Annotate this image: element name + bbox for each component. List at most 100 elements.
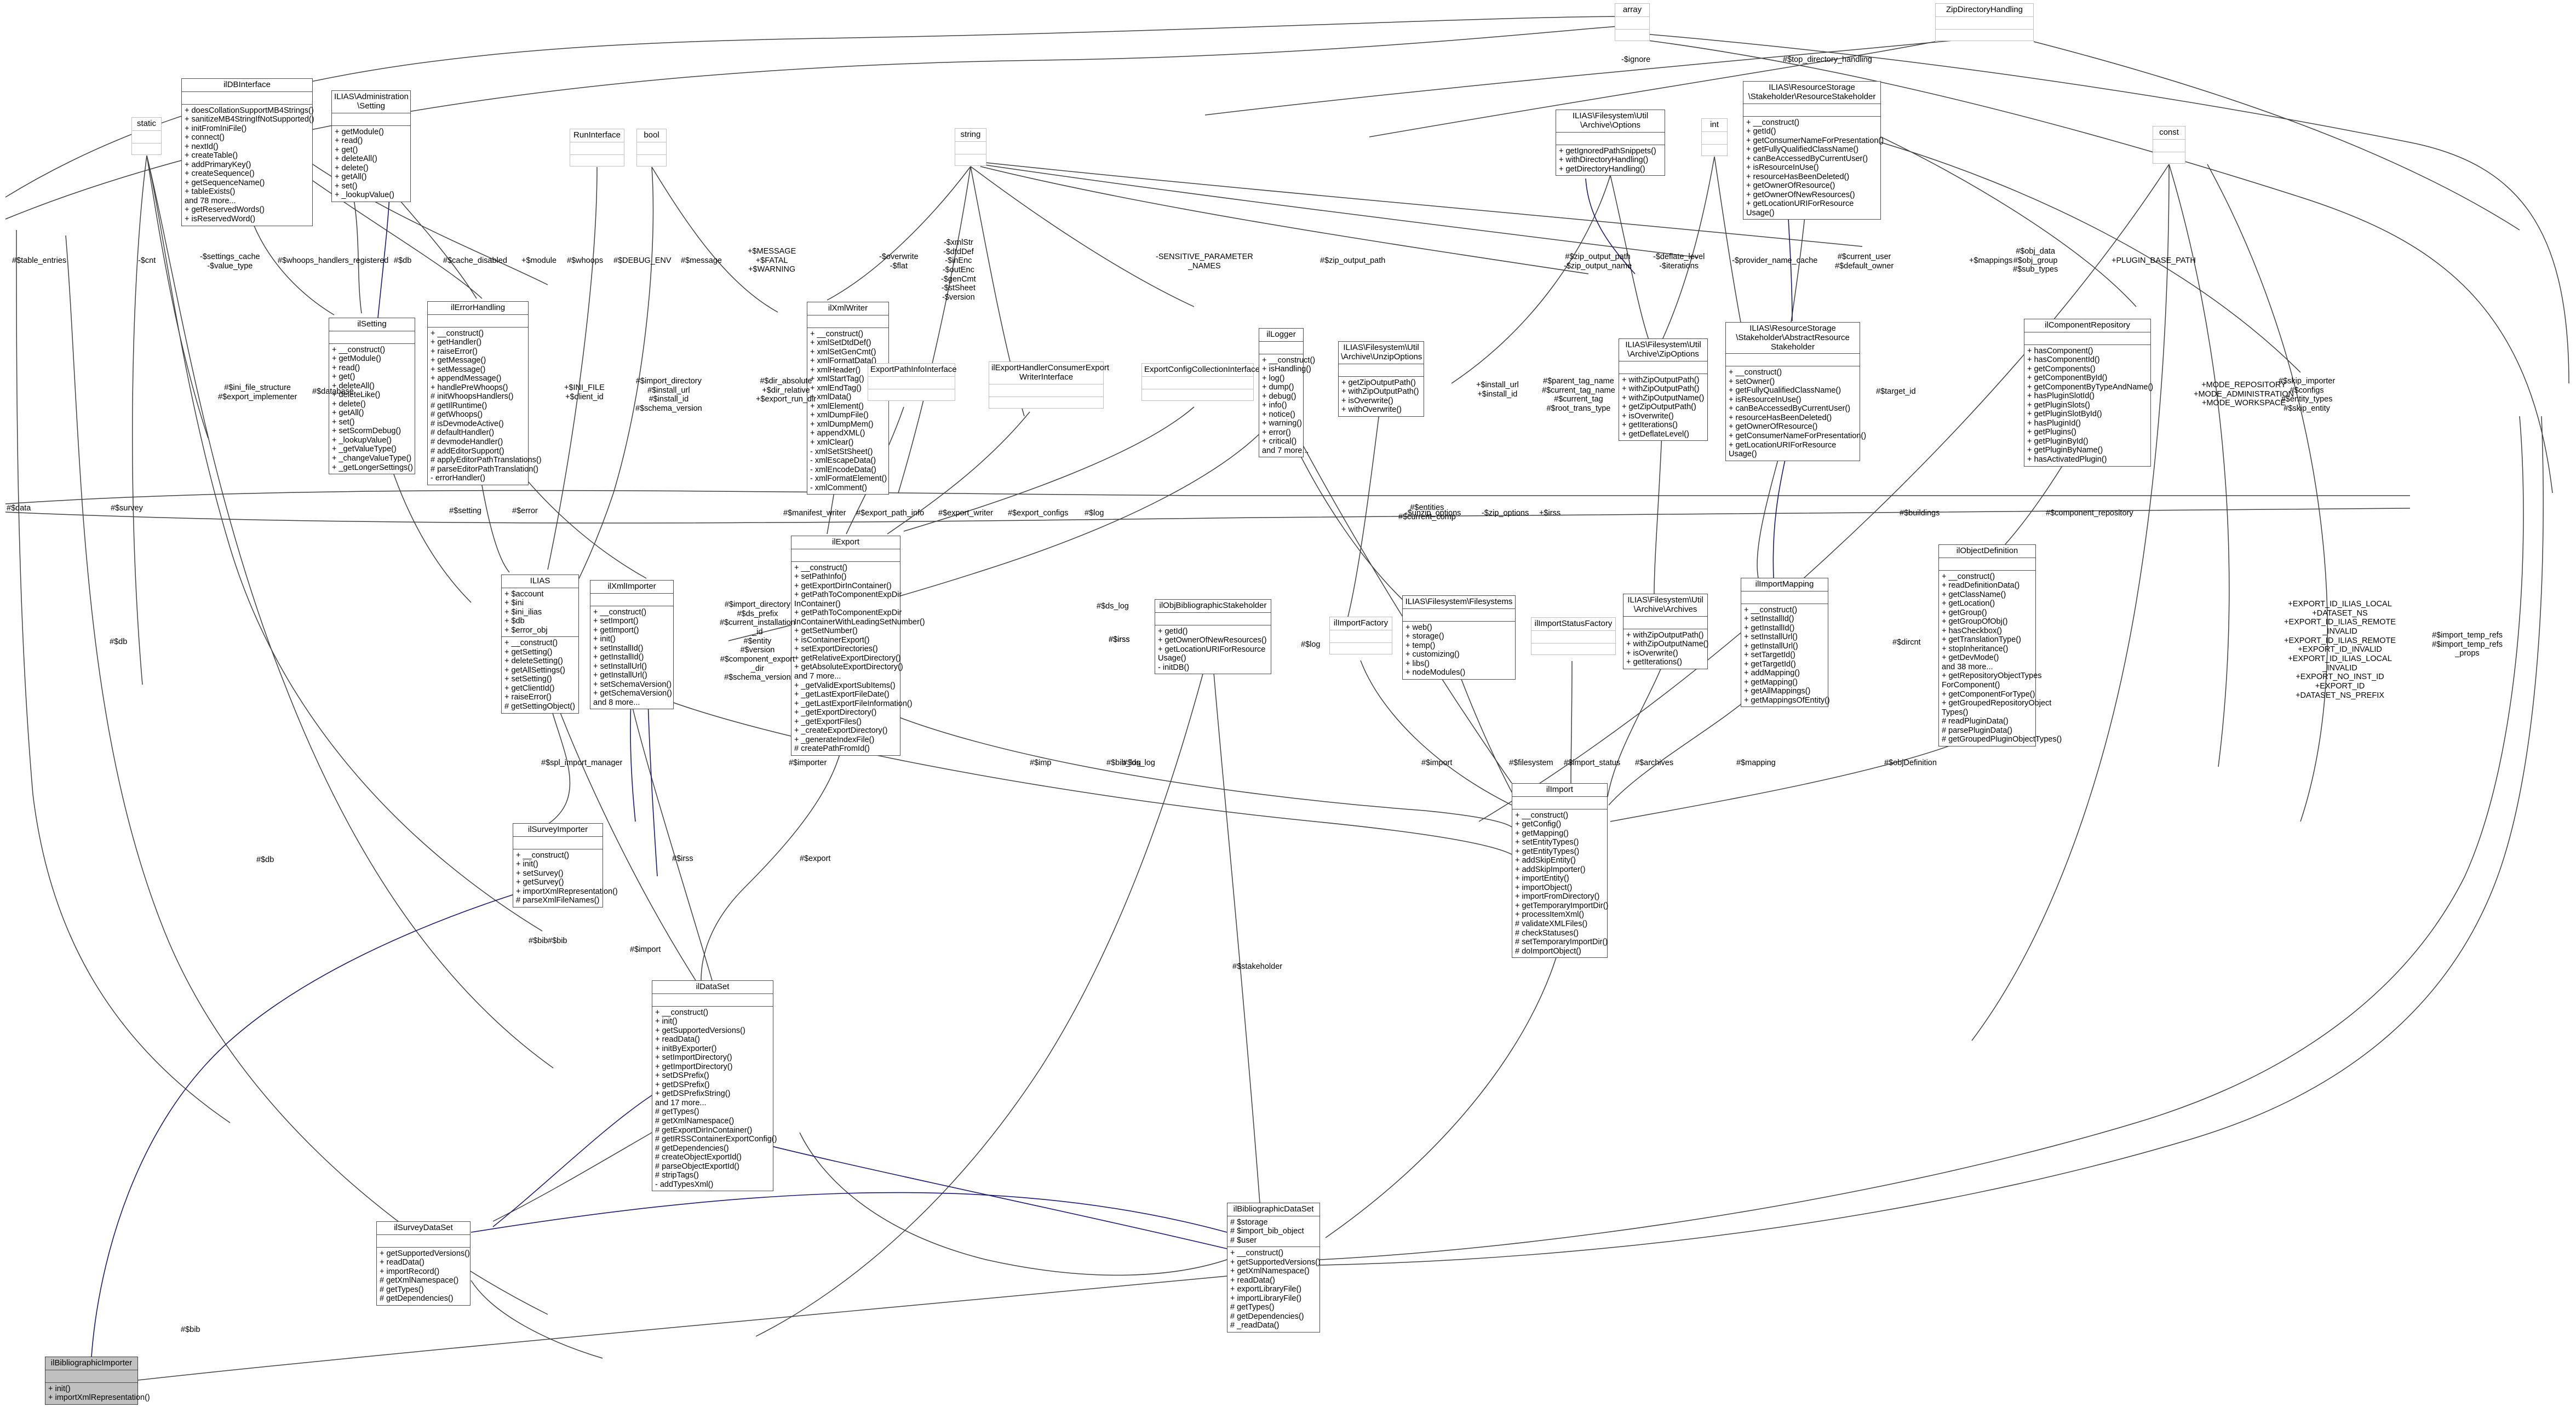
class-node-title: ilImport — [1546, 785, 1574, 794]
operation-row: + __construct() — [516, 851, 570, 860]
operation-row: # _readData() — [1230, 1321, 1280, 1330]
class-node-ilimportstatusfactory[interactable]: ilImportStatusFactory — [1531, 617, 1616, 655]
operation-row: + isResourceInUse() — [1746, 163, 1819, 173]
class-node-ilsurveydataset[interactable]: ilSurveyDataSet+ getSupportedVersions()+… — [376, 1221, 471, 1306]
class-node-ilias[interactable]: ILIAS+ $account+ $ini+ $ini_ilias+ $db+ … — [501, 575, 579, 714]
class-node-exportconfigcollectioninterface[interactable]: ExportConfigCollectionInterface — [1141, 363, 1260, 401]
operation-row: + getFullyQualifiedClassName() — [1729, 386, 1841, 395]
operation-row: + xmlSetDtdDef() — [810, 338, 871, 348]
class-node-attributes — [332, 113, 410, 125]
attribute-row: + $ini — [504, 599, 524, 608]
class-node-title: bool — [644, 130, 659, 140]
class-node-ilbibliographicdataset[interactable]: ilBibliographicDataSet# $storage# $impor… — [1227, 1203, 1321, 1332]
section-divider — [1726, 353, 1860, 354]
class-node-ilias-filesystem-util-archive-options[interactable]: ILIAS\Filesystem\Util\Archive\Options+ g… — [1556, 110, 1665, 176]
operation-row: Types() — [1942, 708, 1969, 717]
class-node-operations: + __construct()+ getHandler()+ raiseErro… — [428, 328, 542, 485]
class-node-ilbibliographicimporter[interactable]: ilBibliographicImporter+ init()+ importX… — [45, 1357, 150, 1405]
section-divider — [1531, 642, 1615, 644]
operation-row: + get() — [335, 145, 358, 154]
class-node-illogger[interactable]: ilLogger+ __construct()+ isHandling()+ l… — [1259, 328, 1315, 458]
edge-label: #$ini_file_structure #$export_implemente… — [218, 383, 297, 401]
class-node-ilias-filesystem-util-archive-archives[interactable]: ILIAS\Filesystem\Util\Archive\Archives+ … — [1623, 594, 1708, 669]
class-node-runinterface[interactable]: RunInterface — [570, 129, 624, 166]
class-node-ildataset[interactable]: ilDataSet+ __construct()+ init()+ getSup… — [652, 980, 777, 1192]
operation-row: + hasPluginSlotId() — [2027, 392, 2095, 401]
operation-row: + isHandling() — [1262, 365, 1311, 374]
operation-row: + getGroup() — [1942, 608, 1987, 617]
class-node-ilobjectdefinition[interactable]: ilObjectDefinition+ __construct()+ readD… — [1938, 544, 2062, 746]
class-node-ilobjbibliographicstakeholder[interactable]: ilObjBibliographicStakeholder+ getId()+ … — [1155, 599, 1271, 675]
class-node-ilias-resourcestorage-stakeholder-abstractresourcestakeholder[interactable]: ILIAS\ResourceStorage\Stakeholder\Abstra… — [1725, 322, 1866, 461]
operation-row: + importObject() — [1515, 883, 1573, 892]
class-node-ilexport[interactable]: ilExport+ __construct()+ setPathInfo()+ … — [791, 536, 925, 756]
operation-row: + hasCheckbox() — [1942, 626, 2003, 635]
class-node-ildbinterface[interactable]: ilDBInterface+ doesCollationSupportMB4St… — [181, 78, 314, 226]
class-node-ilias-administration-setting[interactable]: ILIAS\Administration\Setting+ getModule(… — [331, 90, 411, 202]
class-node-ilias-filesystem-filesystems[interactable]: ILIAS\Filesystem\Filesystems+ web()+ sto… — [1402, 595, 1516, 680]
operation-row: + withDirectoryHandling() — [1559, 156, 1649, 165]
operation-row: + importFromDirectory() — [1515, 892, 1600, 901]
class-node-ilias-filesystem-util-archive-unzipoptions[interactable]: ILIAS\Filesystem\Util\Archive\UnzipOptio… — [1338, 341, 1424, 417]
operation-row: + _lookupValue() — [335, 191, 394, 200]
operation-row: + getAll() — [335, 173, 367, 182]
operation-row: + getLocationURIForResource — [1746, 199, 1854, 209]
class-node-operations: + getModule()+ read()+ get()+ deleteAll(… — [332, 126, 410, 202]
class-node-array[interactable]: array — [1615, 3, 1650, 41]
section-divider — [1556, 131, 1665, 133]
edge-label: #$import — [630, 945, 661, 954]
operation-row: + getClassName() — [1942, 590, 2006, 599]
operation-row: + initFromIniFile() — [185, 124, 247, 133]
section-divider — [1142, 376, 1253, 377]
operation-row: + getLocationURIForResource — [1158, 645, 1266, 654]
edge-label: +$INI_FILE +$client_id — [564, 383, 605, 401]
class-node-exportpathinfointerface[interactable]: ExportPathInfoInterface — [868, 363, 957, 401]
edge-label: #$skip_importer #$configs #$entity_types… — [2279, 377, 2336, 413]
operation-row: # getIRSSContainerExportConfig() — [655, 1135, 777, 1144]
class-node-attributes — [652, 994, 773, 1006]
class-node-ilimport[interactable]: ilImport+ __construct()+ getConfig()+ ge… — [1512, 783, 1608, 958]
class-node-operations — [570, 155, 624, 166]
operation-row: + getDSPrefix() — [655, 1080, 710, 1089]
class-node-attributes — [1939, 558, 2035, 570]
edge-label: -SENSITIVE_PARAMETER _NAMES — [1156, 252, 1253, 271]
edge-label: #$imp — [1030, 759, 1052, 767]
operation-row: + getPlugins() — [2027, 428, 2076, 437]
class-node-attributes — [1155, 613, 1271, 625]
operation-row: + xmlElement() — [810, 401, 864, 411]
operation-row: InContainer() — [794, 599, 841, 608]
operation-row: + appendMessage() — [431, 374, 502, 383]
class-node-string[interactable]: string — [955, 128, 986, 166]
class-node-ilxmlimporter[interactable]: ilXmlImporter+ __construct()+ setImport(… — [590, 580, 674, 710]
operation-row: + __construct() — [504, 639, 558, 648]
class-node-int[interactable]: int — [1701, 118, 1728, 156]
class-node-ilcomponentrepository[interactable]: ilComponentRepository+ hasComponent()+ h… — [2024, 319, 2153, 467]
operation-row: and 7 more... — [794, 671, 841, 681]
edge-label: #$buildings — [1900, 509, 1940, 518]
operation-row: + hasActivatedPlugin() — [2027, 455, 2107, 464]
operation-row: + __construct() — [810, 329, 864, 338]
class-node-title: ILIAS\ResourceStorage\Stakeholder\Resour… — [1748, 83, 1876, 101]
operation-row: and 7 more... — [1262, 446, 1309, 455]
class-node-ilerrorhandling[interactable]: ilErrorHandling+ __construct()+ getHandl… — [427, 301, 542, 485]
class-node-zipdirectoryhandling[interactable]: ZipDirectoryHandling — [1935, 3, 2034, 41]
operation-row: + _getValidExportSubItems() — [794, 681, 896, 690]
section-divider — [1403, 621, 1515, 622]
class-node-bool[interactable]: bool — [636, 129, 667, 166]
class-node-ilsurveyimporter[interactable]: ilSurveyImporter+ __construct()+ init()+… — [513, 823, 618, 907]
operation-row: and 78 more... — [185, 196, 236, 205]
class-node-ilias-resourcestorage-stakeholder-resourcestakeholder[interactable]: ILIAS\ResourceStorage\Stakeholder\Resour… — [1743, 81, 1884, 220]
class-node-ilimportfactory[interactable]: ilImportFactory — [1329, 617, 1392, 654]
operation-row: + raiseError() — [431, 347, 478, 356]
operation-row: # applyEditorPathTranslations() — [431, 456, 542, 465]
class-node-ilimportmapping[interactable]: ilImportMapping+ __construct()+ setInsta… — [1741, 578, 1830, 708]
class-node-ilsetting[interactable]: ilSetting+ __construct()+ getModule()+ r… — [329, 318, 415, 475]
operation-row: + _createExportDirectory() — [794, 726, 888, 736]
class-node-static[interactable]: static — [131, 117, 162, 155]
section-divider — [332, 125, 410, 126]
class-node-const[interactable]: const — [2153, 126, 2185, 164]
edge-label: +PLUGIN_BASE_PATH — [2112, 256, 2196, 265]
class-node-ilias-filesystem-util-archive-zipoptions[interactable]: ILIAS\Filesystem\Util\Archive\ZipOptions… — [1619, 338, 1708, 441]
operation-row: # getDependencies() — [655, 1144, 729, 1153]
